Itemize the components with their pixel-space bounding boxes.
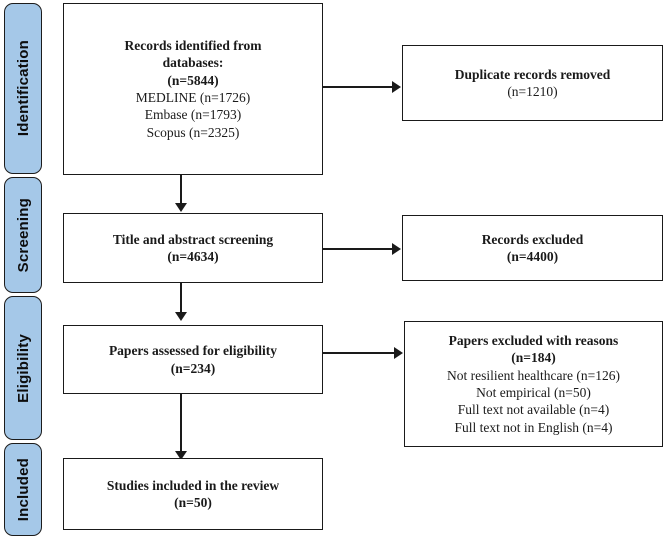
records-identified-total: (n=5844)	[167, 72, 219, 88]
box-papers-excluded-with-reasons: Papers excluded with reasons (n=184) Not…	[404, 321, 663, 447]
stage-tab-identification[interactable]: Identification	[4, 3, 42, 174]
records-identified-source-scopus: Scopus (n=2325)	[146, 124, 240, 140]
connector-identified-to-duplicates	[323, 86, 393, 88]
stage-tab-screening-label: Screening	[14, 197, 32, 273]
records-excluded-count: (n=4400)	[506, 249, 559, 264]
records-identified-title-line-1: Records identified from	[124, 38, 262, 54]
box-records-excluded: Records excluded (n=4400)	[402, 215, 663, 281]
stage-tab-included[interactable]: Included	[4, 443, 42, 536]
arrowhead-to-screening-icon	[175, 203, 187, 212]
papers-excluded-reason-not-empirical: Not empirical (n=50)	[476, 385, 591, 400]
duplicates-removed-count: (n=1210)	[507, 84, 558, 99]
papers-assessed-count: (n=234)	[170, 360, 216, 376]
arrowhead-to-papers-excluded-icon	[394, 347, 403, 359]
connector-screening-to-eligibility	[180, 283, 182, 313]
arrowhead-to-included-icon	[175, 451, 187, 460]
records-identified-title-line-2: databases:	[162, 55, 224, 71]
arrowhead-to-duplicates-icon	[392, 81, 401, 93]
stage-tab-eligibility-label: Eligibility	[14, 333, 32, 403]
papers-excluded-title: Papers excluded with reasons	[448, 333, 619, 349]
papers-excluded-reason-not-resilient-healthcare: Not resilient healthcare (n=126)	[447, 367, 620, 383]
records-identified-source-embase: Embase (n=1793)	[144, 107, 242, 123]
box-records-identified: Records identified from databases: (n=58…	[63, 3, 323, 175]
papers-excluded-count: (n=184)	[511, 350, 556, 366]
arrowhead-to-eligibility-icon	[175, 312, 187, 321]
stage-tab-included-label: Included	[14, 457, 32, 522]
papers-excluded-reason-full-text-not-available: Full text not available (n=4)	[457, 402, 610, 418]
duplicates-removed-title: Duplicate records removed	[454, 66, 611, 82]
connector-eligibility-to-papers-excluded	[323, 352, 395, 354]
records-identified-source-medline: MEDLINE (n=1726)	[135, 90, 251, 105]
studies-included-title: Studies included in the review	[106, 477, 280, 493]
connector-screening-to-records-excluded	[323, 248, 393, 250]
records-excluded-title: Records excluded	[481, 231, 584, 247]
box-studies-included: Studies included in the review (n=50)	[63, 458, 323, 530]
papers-assessed-title: Papers assessed for eligibility	[108, 343, 278, 359]
stage-tab-eligibility[interactable]: Eligibility	[4, 296, 42, 440]
arrowhead-to-records-excluded-icon	[392, 243, 401, 255]
box-papers-assessed: Papers assessed for eligibility (n=234)	[63, 325, 323, 394]
title-abstract-screening-count: (n=4634)	[167, 249, 219, 264]
connector-eligibility-to-included	[180, 394, 182, 456]
connector-identified-to-screening	[180, 175, 182, 204]
stage-tab-identification-label: Identification	[14, 40, 32, 137]
box-title-abstract-screening: Title and abstract screening (n=4634)	[63, 213, 323, 283]
box-duplicate-records-removed: Duplicate records removed (n=1210)	[402, 45, 663, 121]
studies-included-count: (n=50)	[174, 495, 212, 510]
title-abstract-screening-title: Title and abstract screening	[112, 231, 274, 247]
papers-excluded-reason-full-text-not-in-english: Full text not in English (n=4)	[454, 419, 613, 435]
stage-tab-screening[interactable]: Screening	[4, 177, 42, 293]
